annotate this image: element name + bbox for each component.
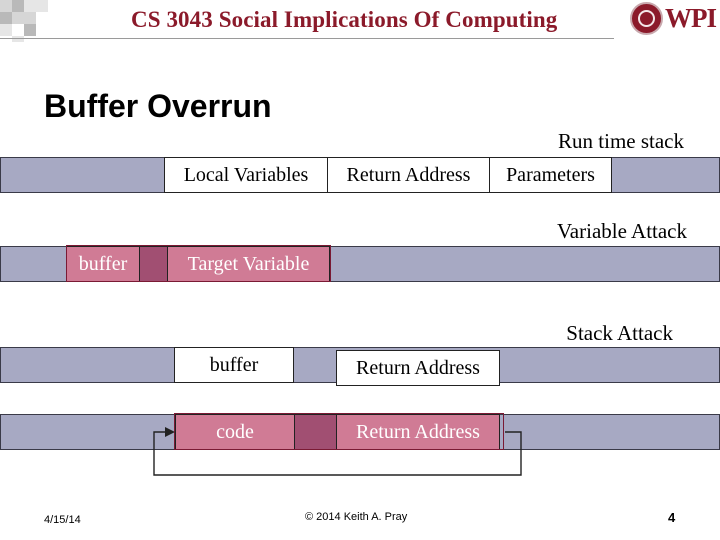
slide-number: 4 <box>668 510 676 525</box>
stack-attack-outline <box>174 413 504 450</box>
footer-copyright: © 2014 Keith A. Pray <box>305 511 408 523</box>
variable-attack-outline <box>66 245 331 282</box>
course-title: CS 3043 Social Implications Of Computing <box>131 7 558 32</box>
overflow-region <box>294 414 337 450</box>
run-time-stack-label: Run time stack <box>558 129 684 153</box>
overwritten-return-address-cell: Return Address <box>336 414 500 450</box>
stack-return-address-cell: Return Address <box>336 350 500 386</box>
variable-buffer-cell: buffer <box>66 246 140 282</box>
footer-date: 4/15/14 <box>44 514 81 526</box>
local-variables-cell: Local Variables <box>164 157 328 193</box>
parameters-cell: Parameters <box>489 157 612 193</box>
wpi-logo: WPI <box>665 3 717 33</box>
wpi-seal-icon <box>630 2 663 35</box>
header-divider <box>0 38 614 39</box>
stack-attack-label: Stack Attack <box>566 321 673 345</box>
variable-attack-label: Variable Attack <box>556 219 687 243</box>
return-address-cell: Return Address <box>327 157 490 193</box>
stack-buffer-cell: buffer <box>174 347 294 383</box>
slide-title: Buffer Overrun <box>44 88 272 124</box>
